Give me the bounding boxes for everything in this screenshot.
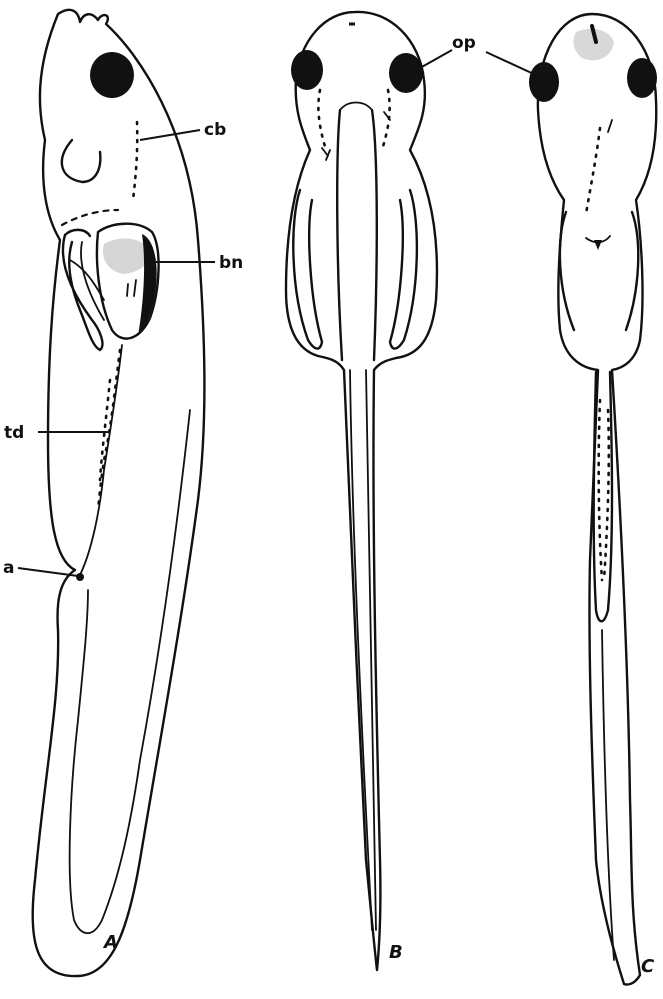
- labels: cb bn td a op A B C: [3, 33, 655, 977]
- op-leader-line-left: [420, 50, 452, 68]
- label-op: op: [452, 33, 476, 53]
- specimen-a-lateral-view: [33, 10, 205, 976]
- label-bn: bn: [219, 253, 243, 273]
- specimen-c-ventral-view: [529, 14, 657, 985]
- cb-leader-line: [140, 130, 200, 140]
- label-td: td: [4, 423, 24, 443]
- panel-label-b: B: [389, 942, 403, 963]
- op-leader-line-right: [486, 52, 538, 76]
- panel-label-a: A: [102, 932, 118, 953]
- a-leader-line: [18, 568, 78, 576]
- label-a: a: [3, 558, 14, 578]
- panel-label-c: C: [641, 956, 655, 977]
- label-cb: cb: [204, 120, 226, 140]
- specimen-b-dorsal-view: [286, 12, 437, 970]
